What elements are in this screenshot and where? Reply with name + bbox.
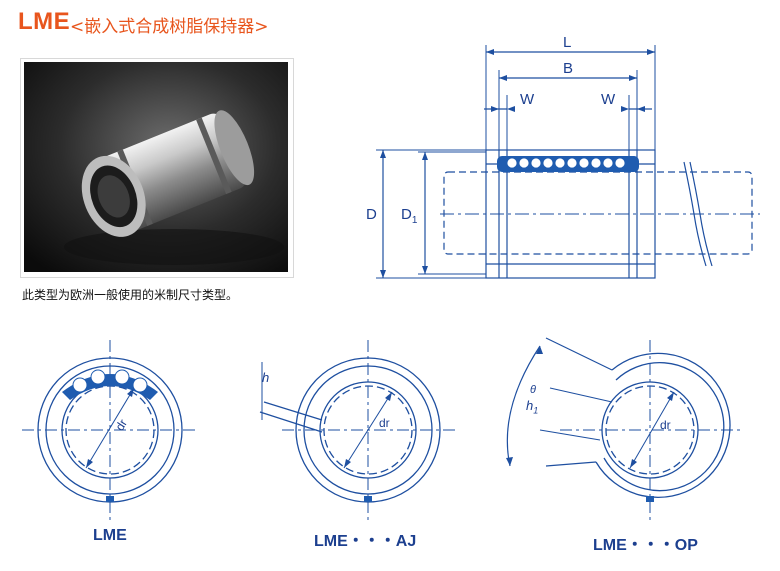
photo-caption: 此类型为欧洲一般使用的米制尺寸类型。 [22,288,239,302]
section-lme-aj [259,340,456,520]
section-3-label: LME・・・OP [593,537,698,554]
section-lme-op [506,337,740,520]
page-subtitle: <嵌入式合成树脂保持器> [70,17,269,37]
dim-label-d1-sub: 1 [411,215,418,226]
section-2-dr: dr [379,416,390,430]
section-2-h: h [262,370,270,385]
section-2-label: LME・・・AJ [314,533,417,550]
section-3-dr: dr [660,418,671,432]
section-1-label: LME [93,527,127,544]
dim-label-b: B [563,60,574,77]
dim-label-w-right: W [601,91,616,108]
section-3-h1: h1 [526,398,538,416]
dim-label-d1-main: D [401,206,412,223]
dim-label-w-left: W [520,91,535,108]
dim-label-l: L [563,34,572,51]
page-title: LME [18,8,71,35]
section-3-theta: θ [530,384,536,396]
dim-label-d: D [366,206,377,223]
product-photo [24,62,288,272]
section-lme [22,340,198,520]
section-3-h1-sub: 1 [533,405,539,416]
dim-label-d1: D1 [401,206,417,226]
section-3-h1-main: h [526,398,534,413]
